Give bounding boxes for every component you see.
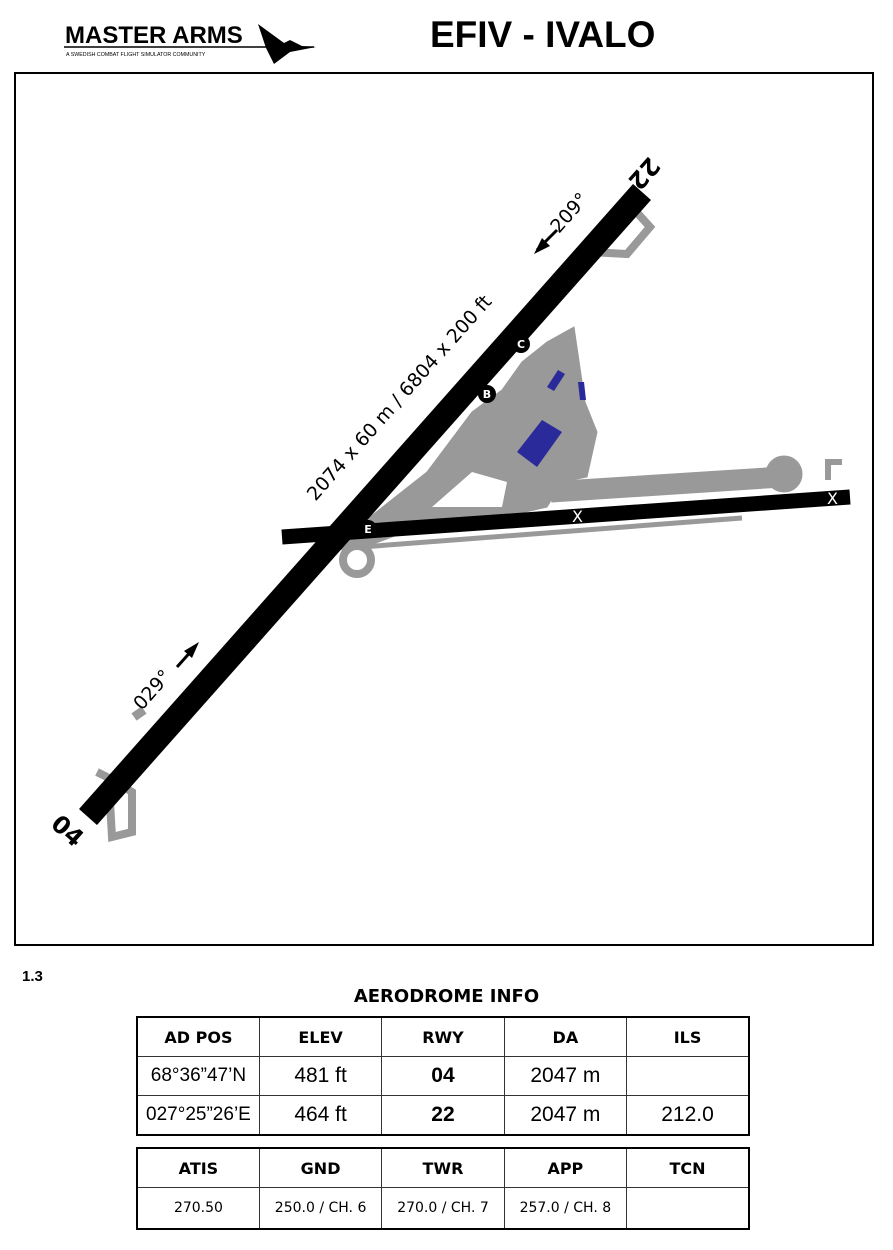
arrow-icon [184,642,199,658]
logo-subtitle: A SWEDISH COMBAT FLIGHT SIMULATOR COMMUN… [66,52,206,58]
ils [626,1056,750,1096]
aerodrome-info-table: AD POS ELEV RWY DA ILS 68°36”47’N 481 ft… [136,1016,750,1136]
header-tcn: TCN [626,1147,750,1188]
heading-04: 029° [129,666,176,715]
arrow-icon [534,238,550,254]
airport-diagram: X X 2074 x 60 m / 6804 x 200 ft 209° 029… [46,152,851,853]
logo-text: MASTER ARMS [65,22,243,49]
ad-pos-lat: 68°36”47’N [136,1056,260,1096]
runway-end-04: 04 [46,809,90,852]
building [547,370,565,391]
header-elev: ELEV [258,1016,383,1057]
rwy: 22 [381,1095,505,1136]
comms-table: ATIS GND TWR APP TCN 270.50 250.0 / CH. … [136,1147,750,1230]
aerodrome-chart: X X 2074 x 60 m / 6804 x 200 ft 209° 029… [14,72,874,946]
heading-22: 209° [546,189,593,238]
terminal-building [517,420,562,467]
table-header-row: AD POS ELEV RWY DA ILS [136,1016,750,1057]
table-row: 270.50 250.0 / CH. 6 270.0 / CH. 7 257.0… [136,1187,750,1230]
header-twr: TWR [381,1147,505,1188]
elev: 464 ft [258,1095,383,1136]
svg-text:X: X [572,507,583,526]
header-da: DA [503,1016,628,1057]
app-freq: 257.0 / CH. 8 [503,1187,628,1230]
master-arms-logo: MASTER ARMS A SWEDISH COMBAT FLIGHT SIMU… [64,22,316,64]
runway-end-22: 22 [622,152,665,196]
twr-freq: 270.0 / CH. 7 [381,1187,505,1230]
header-rwy: RWY [381,1016,505,1057]
gnd-freq: 250.0 / CH. 6 [258,1187,383,1230]
ad-pos-lon: 027°25”26’E [136,1095,260,1136]
taxiway-c-label: C [517,338,525,351]
taxiway-b-label: B [483,388,491,401]
table-header-row: ATIS GND TWR APP TCN [136,1147,750,1188]
header-ad-pos: AD POS [136,1016,260,1057]
tcn-channel [626,1187,750,1230]
table-row: 027°25”26’E 464 ft 22 2047 m 212.0 [136,1095,750,1136]
page-title: EFIV - IVALO [430,14,656,55]
da: 2047 m [503,1095,628,1136]
rwy: 04 [381,1056,505,1096]
header-atis: ATIS [136,1147,260,1188]
version-label: 1.3 [22,968,43,985]
header-app: APP [503,1147,628,1188]
building [578,382,586,400]
table-row: 68°36”47’N 481 ft 04 2047 m [136,1056,750,1096]
elev: 481 ft [258,1056,383,1096]
buildings [517,370,586,467]
main-runway [79,184,651,825]
svg-text:X: X [827,489,838,508]
aerodrome-info-title: AERODROME INFO [353,986,540,1007]
taxiway-e-label: E [364,523,372,536]
atis-freq: 270.50 [136,1187,260,1230]
da: 2047 m [503,1056,628,1096]
jet-icon [258,24,316,64]
header-gnd: GND [258,1147,383,1188]
ils: 212.0 [626,1095,750,1136]
header-ils: ILS [626,1016,750,1057]
